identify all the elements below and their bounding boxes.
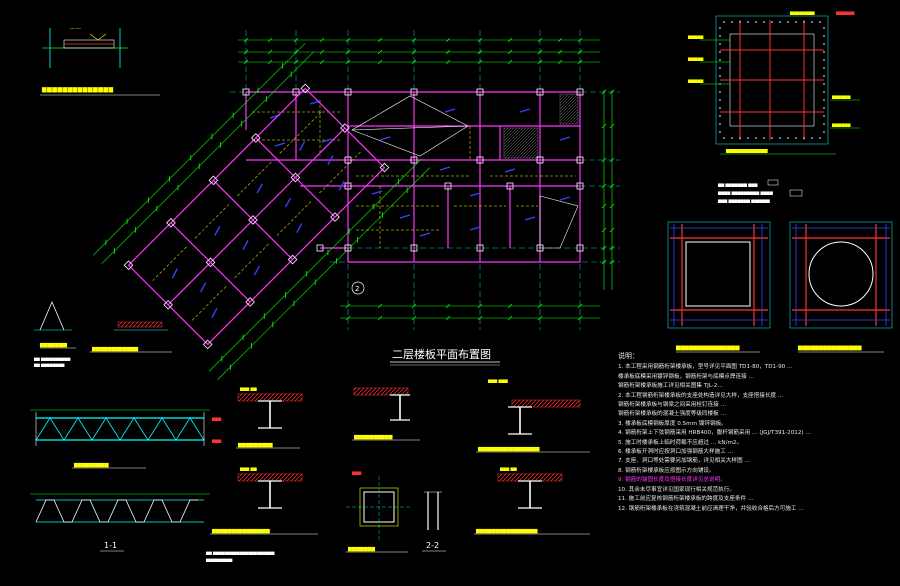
notes-list: 1. 本工程采用钢筋桁架楼承板，型号详见平面图 TD1-80，TD1-90 … … bbox=[618, 363, 896, 514]
note-line: 7. 支座、洞口等处需要另加钢筋，详见相关大样图 … bbox=[618, 458, 750, 465]
note-line: 6. 楼承板开洞时应按洞口加强钢筋大样施工 … bbox=[618, 449, 734, 456]
note-line: 钢筋桁架楼承板与钢梁之间采用栓钉连接 … bbox=[618, 402, 727, 409]
svg-text:▆▆▆ ▆▆▆▆▆▆▆ ▆▆▆▆▆▆: ▆▆▆ ▆▆▆▆▆▆▆ ▆▆▆▆▆▆ bbox=[717, 198, 771, 203]
svg-text:▆▆▆ ▆▆▆: ▆▆▆ ▆▆▆ bbox=[487, 378, 509, 383]
notes-heading: 说明： bbox=[618, 352, 639, 360]
svg-text:▆▆▆: ▆▆▆ bbox=[211, 416, 222, 421]
truss-connection-detail: ▆▆▆▆▆▆▆▆▆▆▆▆ bbox=[90, 321, 172, 353]
svg-text:▆▆▆▆▆▆▆▆▆▆▆▆▆▆▆: ▆▆▆▆▆▆▆▆▆▆▆▆▆▆▆ bbox=[211, 528, 270, 534]
note-line: 5. 施工时楼承板上临时荷载不应超过 … kN/m2。 bbox=[618, 439, 743, 446]
svg-text:▆▆▆▆▆▆▆▆▆▆▆▆▆▆▆: ▆▆▆▆▆▆▆▆▆▆▆▆▆▆▆ bbox=[675, 345, 740, 351]
note-line: 12. 钢筋桁架楼承板在浇筑混凝土前应清理干净，并验收合格后方可施工 … bbox=[618, 505, 804, 512]
section-1-1-label: 1-1 bbox=[104, 541, 117, 550]
note-line: 4. 钢筋桁架上下弦钢筋采用 HRB400，腹杆钢筋采用 … (JGJ/T391… bbox=[618, 430, 811, 437]
svg-text:▆▆▆▆▆▆: ▆▆▆▆▆▆ bbox=[831, 122, 851, 127]
grid-marker bbox=[351, 281, 365, 295]
section-2-2: 2-2 bbox=[422, 491, 446, 552]
note-line: 1. 本工程采用钢筋桁架楼承板，型号详见平面图 TD1-80，TD1-90 … bbox=[618, 364, 793, 371]
svg-text:── ──: ── ── bbox=[69, 26, 81, 31]
support-node-detail-5: ▆▆▆ ▆▆ ▆▆▆▆▆▆▆▆▆▆▆▆▆▆▆▆ bbox=[474, 466, 590, 535]
svg-text:▆▆▆▆▆▆▆▆▆▆▆▆▆▆▆▆: ▆▆▆▆▆▆▆▆▆▆▆▆▆▆▆▆ bbox=[475, 528, 538, 534]
support-node-detail-3: ▆▆▆ ▆▆▆ ▆▆▆▆▆▆▆▆▆▆▆▆▆▆▆▆ bbox=[476, 378, 590, 453]
svg-text:▆▆ ▆▆▆▆▆▆▆ ▆▆▆: ▆▆ ▆▆▆▆▆▆▆ ▆▆▆ bbox=[717, 182, 758, 187]
svg-text:▆▆▆▆▆▆▆▆▆: ▆▆▆▆▆▆▆▆▆ bbox=[73, 462, 109, 468]
detail-top-right: ▆▆▆▆▆ ▆▆▆▆▆ ▆▆▆▆▆ ▆▆▆▆▆▆ ▆▆▆▆▆▆ ▆▆▆▆▆▆▆▆… bbox=[687, 10, 860, 203]
support-node-detail-1: ▆▆▆ ▆▆ ▆▆▆▆▆▆▆▆▆ bbox=[236, 386, 303, 449]
svg-text:▆▆▆▆ ▆▆▆▆▆▆▆▆▆ ▆▆▆▆: ▆▆▆▆ ▆▆▆▆▆▆▆▆▆ ▆▆▆▆ bbox=[717, 190, 774, 195]
main-plan-title: 二层楼板平面布置图 bbox=[392, 347, 491, 361]
support-node-detail-4: ▆▆▆ ▆▆ ▆▆▆▆▆▆▆▆▆▆▆▆▆▆▆ ▆▆ ▆▆▆▆▆▆▆▆▆▆▆▆▆▆… bbox=[205, 466, 318, 562]
note-line: 3. 楼承板底模钢板厚度 0.5mm 镀锌钢板。 bbox=[618, 420, 727, 427]
svg-text:▆▆▆▆▆: ▆▆▆▆▆ bbox=[687, 56, 704, 61]
section-1-1: 1-1 bbox=[30, 493, 210, 552]
svg-text:▆▆ ▆▆▆▆▆▆▆▆▆▆▆▆▆▆▆▆▆▆▆▆▆: ▆▆ ▆▆▆▆▆▆▆▆▆▆▆▆▆▆▆▆▆▆▆▆▆ bbox=[205, 550, 274, 555]
note-line: 2. 本工程钢筋桁架楼承板的支座处构造详见大样，支座搭接长度 … bbox=[618, 392, 784, 399]
svg-text:▆▆▆: ▆▆▆ bbox=[351, 470, 362, 475]
svg-text:▆▆▆▆▆▆▆: ▆▆▆▆▆▆▆ bbox=[347, 546, 375, 552]
note-line: 钢筋桁架楼承板施工详见相关图集 TJL-2… bbox=[618, 383, 723, 390]
note-line: 10. 其余未尽事宜详见国家现行相关规范执行。 bbox=[618, 486, 735, 493]
rotated-wing-plan bbox=[92, 42, 430, 380]
svg-text:▆▆▆▆▆▆▆: ▆▆▆▆▆▆▆ bbox=[39, 342, 67, 348]
svg-text:▆▆▆▆▆▆▆▆▆▆▆▆▆▆▆▆: ▆▆▆▆▆▆▆▆▆▆▆▆▆▆▆▆ bbox=[477, 446, 540, 452]
design-notes: 说明： 1. 本工程采用钢筋桁架楼承板，型号详见平面图 TD1-80，TD1-9… bbox=[618, 352, 896, 514]
svg-text:▆▆▆▆▆▆▆▆▆▆▆▆▆▆: ▆▆▆▆▆▆▆▆▆▆▆▆▆▆ bbox=[41, 86, 114, 93]
svg-text:▆▆ ▆▆▆▆▆▆▆▆: ▆▆ ▆▆▆▆▆▆▆▆ bbox=[33, 362, 64, 367]
svg-text:▆▆▆▆▆▆▆▆▆▆▆▆▆▆▆: ▆▆▆▆▆▆▆▆▆▆▆▆▆▆▆ bbox=[797, 345, 862, 351]
square-opening-detail: ▆▆▆▆▆▆▆▆▆▆▆▆▆▆▆ bbox=[667, 221, 771, 353]
svg-text:▆▆▆▆▆▆▆▆: ▆▆▆▆▆▆▆▆ bbox=[789, 10, 816, 15]
detail-top-left: ── ── ▆▆▆▆▆▆▆▆▆▆▆▆▆▆ bbox=[40, 26, 160, 96]
svg-text:▆▆▆▆▆▆: ▆▆▆▆▆▆ bbox=[831, 94, 851, 99]
hatched-opening bbox=[559, 93, 579, 125]
grid-marker-label: 2 bbox=[355, 285, 359, 293]
hatched-opening bbox=[503, 127, 539, 159]
note-line: 8. 钢筋桁架楼承板应按图示方向铺设。 bbox=[618, 467, 715, 474]
truss-elevation: ▆▆▆ ▆▆▆ ▆▆▆▆▆▆▆▆▆ bbox=[30, 409, 222, 469]
svg-text:▆▆▆▆▆▆▆▆▆: ▆▆▆▆▆▆▆▆▆ bbox=[237, 442, 273, 448]
svg-text:▆▆▆▆▆▆▆▆▆▆▆▆: ▆▆▆▆▆▆▆▆▆▆▆▆ bbox=[725, 149, 768, 154]
note-line: 钢筋桁架楼承板的混凝土强度等级同楼板 … bbox=[618, 411, 727, 418]
note-line: 9. 钢筋的锚固长度及搭接长度详见总说明。 bbox=[618, 477, 726, 484]
round-opening-detail: ▆▆▆▆▆▆▆▆▆▆▆▆▆▆▆ bbox=[789, 221, 893, 353]
note-line: 楼承板底模采用镀锌钢板，钢筋桁架与底模点焊连接 … bbox=[618, 373, 755, 380]
note-line: 11. 施工前应复核钢筋桁架楼承板的跨度及支座条件 … bbox=[618, 496, 754, 503]
svg-text:▆▆▆▆▆▆▆▆▆▆▆▆: ▆▆▆▆▆▆▆▆▆▆▆▆ bbox=[91, 346, 138, 352]
svg-text:▆▆▆▆▆: ▆▆▆▆▆ bbox=[687, 34, 704, 39]
section-2-2-label: 2-2 bbox=[426, 541, 439, 550]
svg-text:▆▆▆▆▆▆▆▆▆▆: ▆▆▆▆▆▆▆▆▆▆ bbox=[353, 434, 393, 440]
support-node-detail-2: ▆▆▆▆▆▆▆▆▆▆ bbox=[352, 387, 420, 441]
svg-text:▆▆▆▆▆▆▆▆▆: ▆▆▆▆▆▆▆▆▆ bbox=[205, 557, 232, 562]
svg-text:▆▆▆ ▆▆: ▆▆▆ ▆▆ bbox=[239, 386, 258, 391]
svg-text:▆▆▆ ▆▆: ▆▆▆ ▆▆ bbox=[239, 466, 258, 471]
svg-text:▆▆▆▆▆: ▆▆▆▆▆ bbox=[687, 78, 704, 83]
svg-text:▆▆ ▆▆▆▆▆▆▆▆▆▆: ▆▆ ▆▆▆▆▆▆▆▆▆▆ bbox=[33, 356, 70, 361]
svg-text:▆▆▆: ▆▆▆ bbox=[211, 438, 222, 443]
main-floor-plan bbox=[230, 30, 620, 330]
svg-text:▆▆▆▆▆▆: ▆▆▆▆▆▆ bbox=[835, 10, 855, 15]
column-node-detail: ▆▆▆ ▆▆▆▆▆▆▆ bbox=[346, 470, 412, 553]
support-rebar-detail: ▆▆▆▆▆▆▆ ▆▆ ▆▆▆▆▆▆▆▆▆▆ ▆▆ ▆▆▆▆▆▆▆▆ bbox=[33, 300, 76, 367]
svg-text:▆▆▆ ▆▆: ▆▆▆ ▆▆ bbox=[499, 466, 518, 471]
